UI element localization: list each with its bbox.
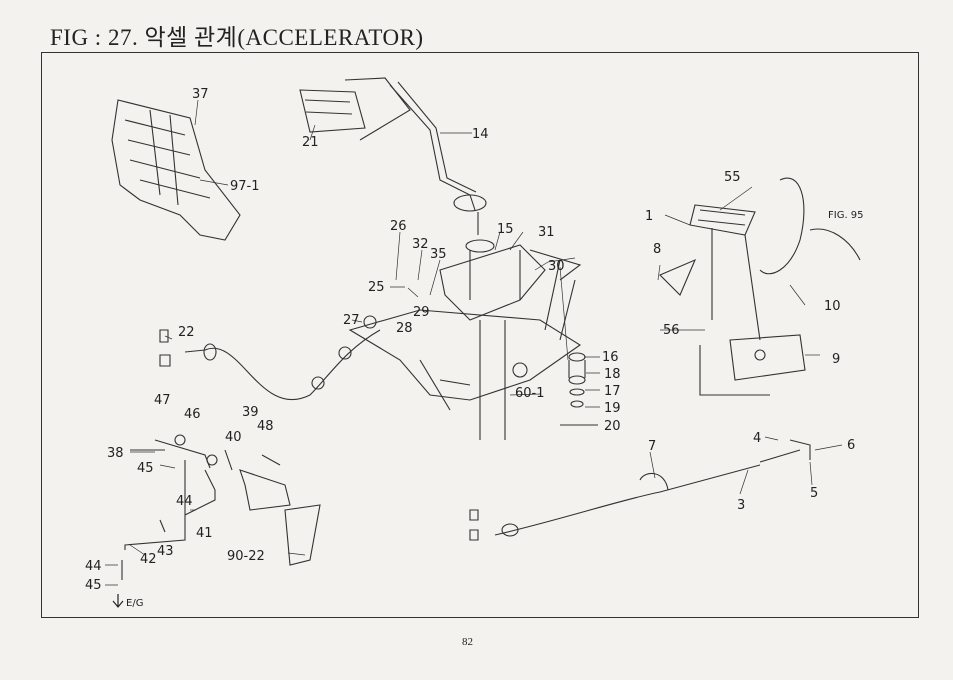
throttle-cable-part: [159, 315, 381, 401]
callout-28: 28: [396, 321, 413, 336]
callout-39: 39: [242, 405, 259, 420]
engine-linkage-part: [121, 434, 321, 580]
callout-labels: 37 97-1 21 14 26 32 35 15 31 30 25 29 27…: [85, 87, 864, 609]
figure-title: FIG : 27. 악셀 관계(ACCELERATOR): [50, 25, 424, 50]
accelerator-cable-part: [469, 439, 811, 541]
callout-1: 1: [645, 209, 653, 224]
callout-44-lower: 44: [85, 559, 102, 574]
callout-10: 10: [824, 299, 841, 314]
callout-35: 35: [430, 247, 447, 262]
callout-16: 16: [602, 350, 619, 365]
callout-55: 55: [724, 170, 741, 185]
callout-29: 29: [413, 305, 430, 320]
callout-30: 30: [548, 259, 565, 274]
callout-leaders: [105, 99, 843, 586]
pedal-pad-assembly: [659, 177, 861, 396]
callout-17: 17: [604, 384, 621, 399]
callout-21: 21: [302, 135, 319, 150]
spacer-stack: [560, 352, 598, 426]
callout-25: 25: [368, 280, 385, 295]
callout-42: 42: [140, 552, 157, 567]
callout-4: 4: [753, 431, 761, 446]
callout-97-1: 97-1: [230, 179, 260, 194]
callout-32: 32: [412, 237, 429, 252]
accelerator-lever-part: [299, 77, 487, 235]
callout-47: 47: [154, 393, 171, 408]
callout-46: 46: [184, 407, 201, 422]
callout-9: 9: [832, 352, 840, 367]
callout-15: 15: [497, 222, 514, 237]
callout-18: 18: [604, 367, 621, 382]
callout-eg: E/G: [126, 598, 143, 609]
callout-56: 56: [663, 323, 680, 338]
callout-60-1: 60-1: [515, 386, 545, 401]
pedal-bracket-assembly: [348, 239, 582, 440]
callout-3: 3: [737, 498, 745, 513]
callout-fig95: FIG. 95: [828, 210, 864, 221]
callout-22: 22: [178, 325, 195, 340]
page-number: 82: [462, 636, 473, 648]
down-arrow-icon: [112, 594, 124, 608]
callout-48: 48: [257, 419, 274, 434]
callout-6: 6: [847, 438, 855, 453]
callout-44-upper: 44: [176, 494, 193, 509]
callout-38: 38: [107, 446, 124, 461]
callout-40: 40: [225, 430, 242, 445]
callout-5: 5: [810, 486, 818, 501]
callout-45-lower: 45: [85, 578, 102, 593]
callout-45-upper: 45: [137, 461, 154, 476]
callout-26: 26: [390, 219, 407, 234]
callout-20: 20: [604, 419, 621, 434]
callout-31: 31: [538, 225, 555, 240]
callout-19: 19: [604, 401, 621, 416]
callout-7: 7: [648, 439, 656, 454]
callout-8: 8: [653, 242, 661, 257]
callout-90-22: 90-22: [227, 549, 265, 564]
callout-37: 37: [192, 87, 209, 102]
floor-panel-part: [111, 99, 241, 241]
callout-27: 27: [343, 313, 360, 328]
diagram-frame: [41, 52, 919, 618]
callout-14: 14: [472, 127, 489, 142]
callout-43: 43: [157, 544, 174, 559]
callout-41: 41: [196, 526, 213, 541]
